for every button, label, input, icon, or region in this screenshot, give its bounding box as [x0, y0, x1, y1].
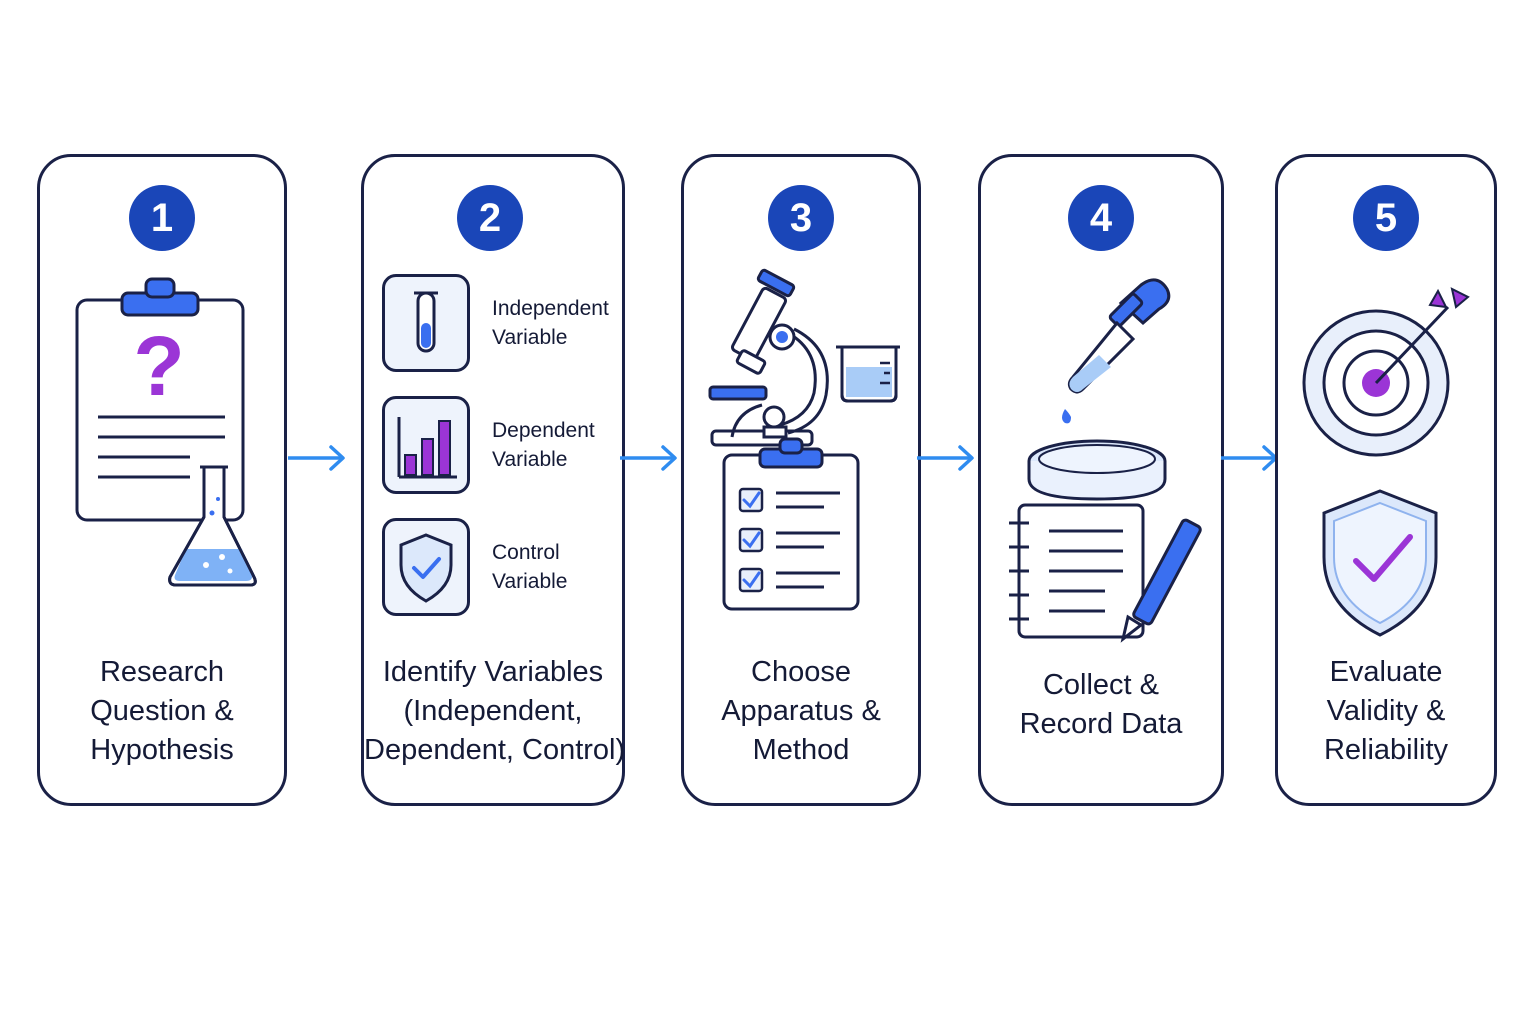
- clipboard-icon: [75, 277, 245, 522]
- arrow-icon: [1374, 287, 1470, 385]
- svg-text:?: ?: [133, 319, 184, 413]
- step-number-badge: 5: [1353, 185, 1419, 251]
- variable-item-dependent: Dependent Variable: [382, 396, 622, 494]
- notebook-icon: [1009, 503, 1145, 639]
- beaker-icon: [836, 345, 900, 403]
- step-card-4: 4: [978, 154, 1224, 806]
- step-card-3: 3: [681, 154, 921, 806]
- flask-icon: [168, 465, 257, 587]
- step-number-badge: 3: [768, 185, 834, 251]
- step3-illustration: [708, 268, 900, 611]
- flow-arrow-icon: [917, 445, 974, 471]
- checklist-clipboard-icon: [722, 437, 860, 611]
- shield-check-icon: [1322, 489, 1438, 637]
- step-number-badge: 1: [129, 185, 195, 251]
- pen-icon: [1120, 518, 1202, 643]
- variable-item-independent: Independent Variable: [382, 274, 622, 372]
- microscope-icon: [708, 268, 829, 447]
- step1-illustration: ?: [75, 277, 257, 587]
- step-title: Evaluate Validity & Reliability: [1323, 656, 1449, 766]
- shield-check-icon: [399, 533, 453, 603]
- step5-illustration: [1302, 287, 1470, 637]
- step-number-badge: 2: [457, 185, 523, 251]
- flow-arrow-icon: [1221, 445, 1278, 471]
- dropper-icon: [1062, 278, 1171, 424]
- variable-item-control: Control Variable: [382, 518, 622, 616]
- step-title: Choose Apparatus & Method: [721, 656, 881, 766]
- petri-dish-icon: [1027, 439, 1167, 501]
- step-title: Collect & Record Data: [1019, 669, 1183, 740]
- flow-arrow-icon: [620, 445, 677, 471]
- step-card-1: 1 ? Research Question & Hypothesis: [37, 154, 287, 806]
- question-mark-icon: ?: [133, 319, 184, 413]
- step-title: Identify Variables (Independent, Depende…: [364, 656, 626, 766]
- flow-arrow-icon: [288, 445, 345, 471]
- bar-chart-icon: [397, 417, 457, 479]
- step-title: Research Question & Hypothesis: [90, 656, 234, 766]
- step-card-2: 2 Independent Variable Dependent: [361, 154, 625, 806]
- step4-illustration: [1009, 278, 1202, 643]
- step-number-badge: 4: [1068, 185, 1134, 251]
- test-tube-icon: [414, 291, 438, 353]
- step-card-5: 5 Evaluate Validity & Reliability: [1275, 154, 1497, 806]
